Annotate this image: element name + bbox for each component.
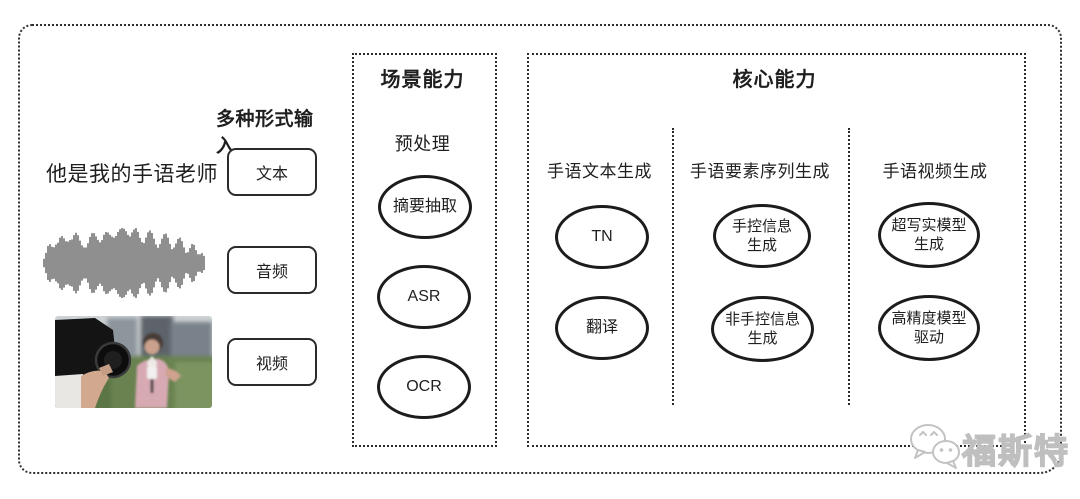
input-type-label: 音频 (255, 264, 288, 281)
input-type-box-text: 文本 (227, 148, 317, 196)
node-high-precision-model-driving: 高精度模型 驱动 (878, 295, 980, 361)
column-header-video-generation: 手语视频生成 (882, 162, 988, 181)
node-summary-extraction: 摘要抽取 (378, 175, 472, 239)
watermark-text: 福斯特 (961, 432, 1070, 471)
column-divider (672, 128, 674, 405)
scene-capability-box (352, 53, 497, 447)
core-capability-box (527, 53, 1026, 447)
input-type-box-video: 视频 (227, 338, 317, 386)
node-manual-info-generation: 手控信息 生成 (713, 204, 811, 268)
node-hyperrealistic-model-generation: 超写实模型 生成 (878, 202, 980, 268)
node-translation: 翻译 (555, 296, 649, 360)
input-type-label: 视频 (255, 356, 288, 373)
scene-capability-title: 场景能力 (380, 69, 465, 91)
sample-sentence-text: 他是我的手语老师 (46, 163, 218, 186)
preprocess-label: 预处理 (394, 134, 451, 154)
column-header-text-generation: 手语文本生成 (547, 162, 652, 181)
node-tn: TN (555, 205, 649, 269)
reporter-video-thumbnail (55, 316, 212, 408)
node-ocr: OCR (377, 355, 471, 419)
input-type-label: 文本 (255, 166, 288, 183)
wechat-logo-icon (910, 424, 960, 469)
outer-dotted-border (18, 24, 1062, 474)
audio-waveform-icon (43, 228, 205, 298)
core-capability-title: 核心能力 (732, 69, 817, 91)
column-header-element-sequence-generation: 手语要素序列生成 (690, 162, 830, 181)
column-divider (848, 128, 850, 405)
input-type-box-audio: 音频 (227, 246, 317, 294)
node-non-manual-info-generation: 非手控信息 生成 (711, 296, 814, 362)
node-asr: ASR (377, 265, 471, 329)
